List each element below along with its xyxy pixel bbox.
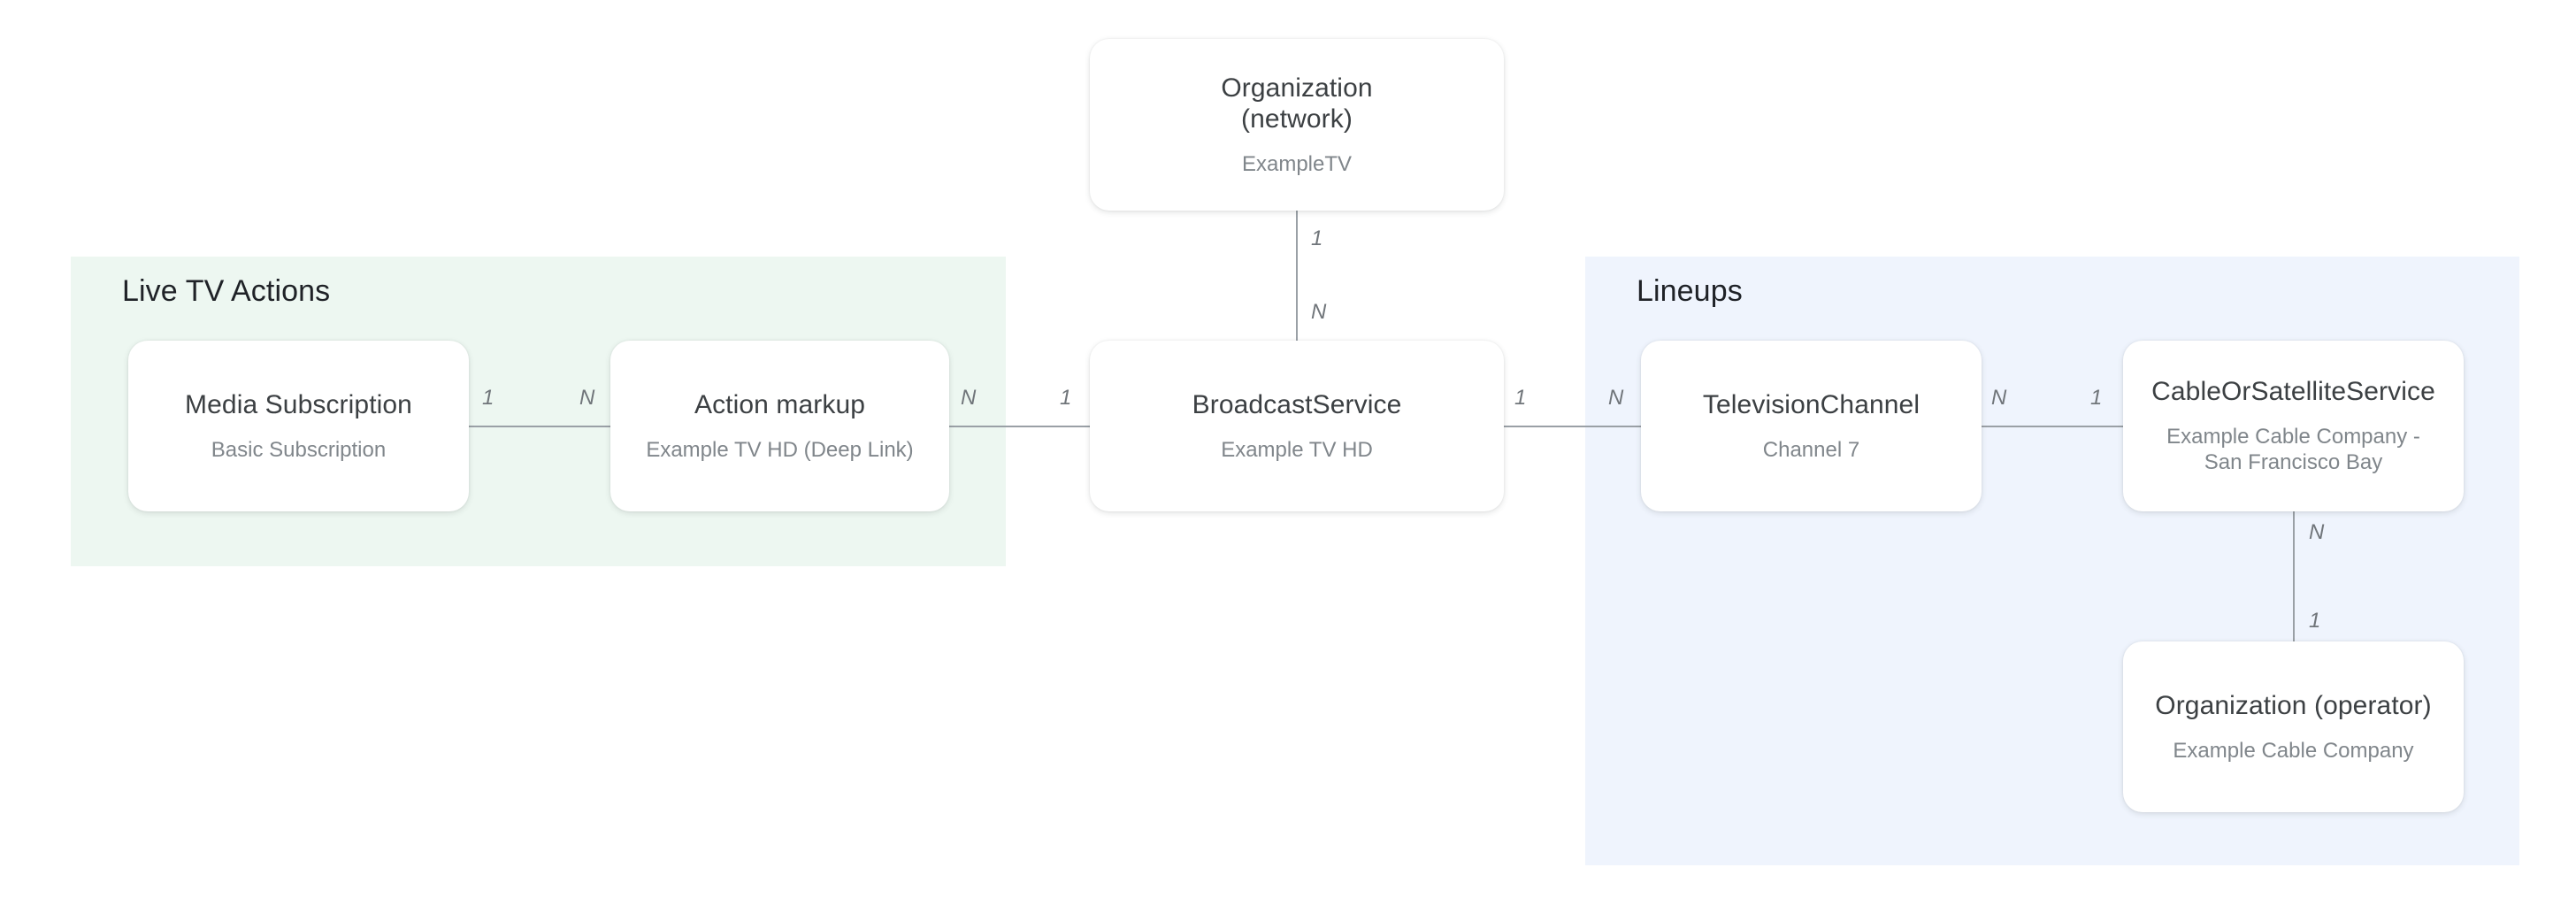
edge-organization-network-to-broadcast-service: [1296, 211, 1298, 341]
cardinality-cable-or-satellite-service-to-organization-operator-to: 1: [2309, 609, 2321, 633]
edge-media-subscription-to-action-markup: [469, 426, 610, 427]
node-cable-or-satellite-service-subtitle: Example Cable Company - San Francisco Ba…: [2166, 425, 2420, 475]
cardinality-media-subscription-to-action-markup-from: 1: [482, 386, 494, 410]
node-cable-or-satellite-service-title: CableOrSatelliteService: [2151, 377, 2435, 407]
edge-cable-or-satellite-service-to-organization-operator: [2293, 511, 2295, 641]
node-organization-network-subtitle: ExampleTV: [1241, 151, 1353, 176]
node-action-markup-title: Action markup: [694, 389, 866, 419]
edge-television-channel-to-cable-or-satellite-service: [1982, 426, 2123, 427]
node-media-subscription[interactable]: Media Subscription Basic Subscription: [128, 341, 469, 511]
node-cable-or-satellite-service[interactable]: CableOrSatelliteService Example Cable Co…: [2123, 341, 2464, 511]
cardinality-broadcast-service-to-television-channel-to: N: [1608, 386, 1624, 410]
edge-action-markup-to-broadcast-service: [949, 426, 1090, 427]
edge-broadcast-service-to-television-channel: [1504, 426, 1641, 427]
node-media-subscription-subtitle: Basic Subscription: [211, 437, 387, 462]
group-title-lineups: Lineups: [1637, 274, 1743, 308]
cardinality-cable-or-satellite-service-to-organization-operator-from: N: [2309, 520, 2325, 544]
node-action-markup[interactable]: Action markup Example TV HD (Deep Link): [610, 341, 949, 511]
group-title-live-tv-actions: Live TV Actions: [122, 274, 331, 308]
node-organization-operator-subtitle: Example Cable Company: [2173, 738, 2414, 763]
cardinality-television-channel-to-cable-or-satellite-service-from: N: [1991, 386, 2007, 410]
node-television-channel[interactable]: TelevisionChannel Channel 7: [1641, 341, 1982, 511]
node-organization-operator[interactable]: Organization (operator) Example Cable Co…: [2123, 641, 2464, 812]
cardinality-organization-network-to-broadcast-service-to: N: [1311, 300, 1327, 324]
cardinality-media-subscription-to-action-markup-to: N: [579, 386, 595, 410]
cardinality-broadcast-service-to-television-channel-from: 1: [1514, 386, 1527, 410]
node-broadcast-service[interactable]: BroadcastService Example TV HD: [1090, 341, 1504, 511]
node-broadcast-service-subtitle: Example TV HD: [1221, 437, 1373, 462]
node-organization-network-title: Organization (network): [1221, 73, 1373, 134]
node-television-channel-subtitle: Channel 7: [1762, 437, 1860, 462]
cardinality-action-markup-to-broadcast-service-from: N: [961, 386, 977, 410]
node-media-subscription-title: Media Subscription: [185, 389, 412, 419]
node-action-markup-subtitle: Example TV HD (Deep Link): [646, 437, 914, 462]
node-organization-operator-title: Organization (operator): [2155, 690, 2432, 720]
cardinality-action-markup-to-broadcast-service-to: 1: [1060, 386, 1072, 410]
node-organization-network[interactable]: Organization (network) ExampleTV: [1090, 39, 1504, 211]
node-television-channel-title: TelevisionChannel: [1702, 389, 1920, 419]
cardinality-television-channel-to-cable-or-satellite-service-to: 1: [2090, 386, 2103, 410]
node-broadcast-service-title: BroadcastService: [1192, 389, 1402, 419]
cardinality-organization-network-to-broadcast-service-from: 1: [1311, 226, 1323, 250]
